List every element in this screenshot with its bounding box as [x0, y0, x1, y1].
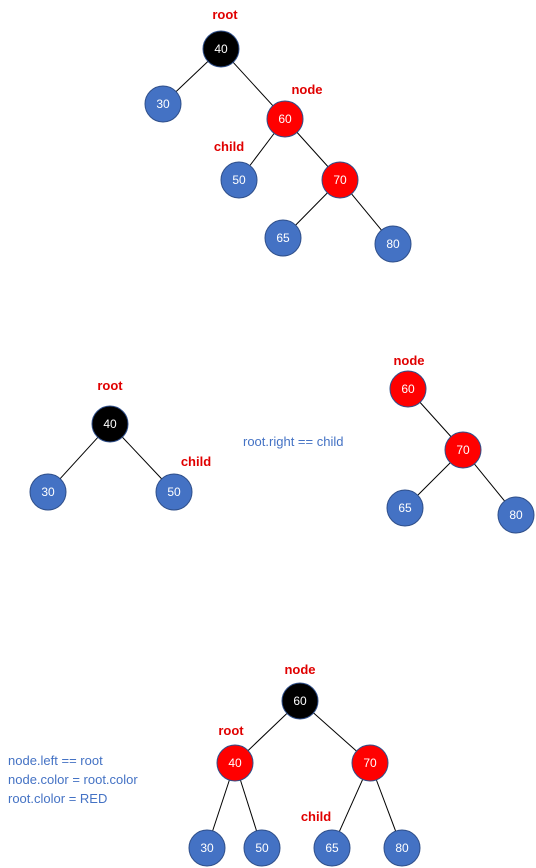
- tree-node-50: 50: [243, 829, 281, 867]
- tree-node-70: 70: [321, 161, 359, 199]
- tree-node-30: 30: [29, 473, 67, 511]
- tree-node-80: 80: [497, 496, 535, 534]
- edge: [249, 133, 275, 166]
- node-circle: [444, 431, 482, 469]
- pointer-label-child: child: [301, 809, 331, 824]
- node-value: 80: [395, 841, 409, 855]
- tree-node-40: 40: [91, 405, 129, 443]
- node-value: 30: [41, 485, 55, 499]
- tree-before: 40 30 60 50 70 65 80 root node child: [144, 7, 412, 263]
- pointer-label-root: root: [218, 723, 244, 738]
- edge: [417, 462, 451, 496]
- tree-node-30: 30: [144, 85, 182, 123]
- node-circle: [202, 30, 240, 68]
- note-middle: root.right == child: [243, 434, 344, 449]
- edge: [247, 713, 288, 751]
- node-circle: [91, 405, 129, 443]
- tree-node-80: 80: [374, 225, 412, 263]
- node-value: 50: [255, 841, 269, 855]
- tree-node-50: 50: [220, 161, 258, 199]
- edge: [59, 436, 99, 480]
- tree-node-40: 40: [202, 30, 240, 68]
- pointer-label-root: root: [212, 7, 238, 22]
- note-bottom-line-2: node.color = root.color: [8, 772, 138, 787]
- node-value: 65: [325, 841, 339, 855]
- tree-node-80: 80: [383, 829, 421, 867]
- node-circle: [389, 370, 427, 408]
- tree-node-65: 65: [313, 829, 351, 867]
- node-value: 70: [456, 443, 470, 457]
- node-value: 40: [103, 417, 117, 431]
- node-value: 60: [278, 112, 292, 126]
- edge: [212, 779, 230, 832]
- node-circle: [144, 85, 182, 123]
- node-circle: [351, 744, 389, 782]
- tree-node-50: 50: [155, 473, 193, 511]
- edge: [419, 402, 452, 437]
- pointer-label-child: child: [181, 454, 211, 469]
- edge: [295, 192, 328, 226]
- node-circle: [220, 161, 258, 199]
- node-value: 80: [386, 237, 400, 251]
- note-bottom: node.left == root node.color = root.colo…: [8, 751, 138, 808]
- node-value: 50: [232, 173, 246, 187]
- note-bottom-line-1: node.left == root: [8, 753, 103, 768]
- node-circle: [313, 829, 351, 867]
- node-circle: [383, 829, 421, 867]
- tree-node-70: 70: [351, 744, 389, 782]
- pointer-label-root: root: [97, 378, 123, 393]
- node-circle: [386, 489, 424, 527]
- edge: [121, 436, 163, 480]
- node-circle: [266, 100, 304, 138]
- node-circle: [281, 682, 319, 720]
- edge: [232, 61, 274, 107]
- tree-step-right: 60 70 65 80 node: [386, 353, 535, 534]
- node-circle: [155, 473, 193, 511]
- tree-node-65: 65: [264, 219, 302, 257]
- node-circle: [497, 496, 535, 534]
- tree-node-30: 30: [188, 829, 226, 867]
- edge: [375, 779, 397, 832]
- edge: [313, 712, 357, 752]
- node-value: 80: [509, 508, 523, 522]
- tree-step-left: 40 30 50 root child: [29, 378, 211, 511]
- tree-after: 60 40 70 30 50 65 80 node root child: [188, 662, 421, 867]
- edge: [296, 132, 329, 167]
- node-value: 30: [156, 97, 170, 111]
- node-value: 65: [276, 231, 290, 245]
- edge: [239, 780, 258, 831]
- edge: [473, 463, 506, 502]
- node-value: 40: [214, 42, 228, 56]
- node-value: 70: [363, 756, 377, 770]
- node-circle: [243, 829, 281, 867]
- pointer-label-child: child: [214, 139, 244, 154]
- tree-node-60: 60: [389, 370, 427, 408]
- node-circle: [188, 829, 226, 867]
- pointer-label-node: node: [291, 82, 322, 97]
- tree-node-40: 40: [216, 744, 254, 782]
- tree-node-60: 60: [281, 682, 319, 720]
- edge: [175, 61, 209, 92]
- node-circle: [264, 219, 302, 257]
- tree-node-60: 60: [266, 100, 304, 138]
- node-value: 65: [398, 501, 412, 515]
- tree-node-70: 70: [444, 431, 482, 469]
- node-circle: [29, 473, 67, 511]
- pointer-label-node: node: [393, 353, 424, 368]
- node-circle: [216, 744, 254, 782]
- node-circle: [374, 225, 412, 263]
- node-circle: [321, 161, 359, 199]
- note-bottom-line-3: root.clolor = RED: [8, 791, 108, 806]
- node-value: 70: [333, 173, 347, 187]
- node-value: 40: [228, 756, 242, 770]
- node-value: 60: [293, 694, 307, 708]
- node-value: 50: [167, 485, 181, 499]
- edge: [351, 193, 382, 231]
- node-value: 60: [401, 382, 415, 396]
- node-value: 30: [200, 841, 214, 855]
- tree-node-65: 65: [386, 489, 424, 527]
- pointer-label-node: node: [284, 662, 315, 677]
- edge: [338, 779, 364, 832]
